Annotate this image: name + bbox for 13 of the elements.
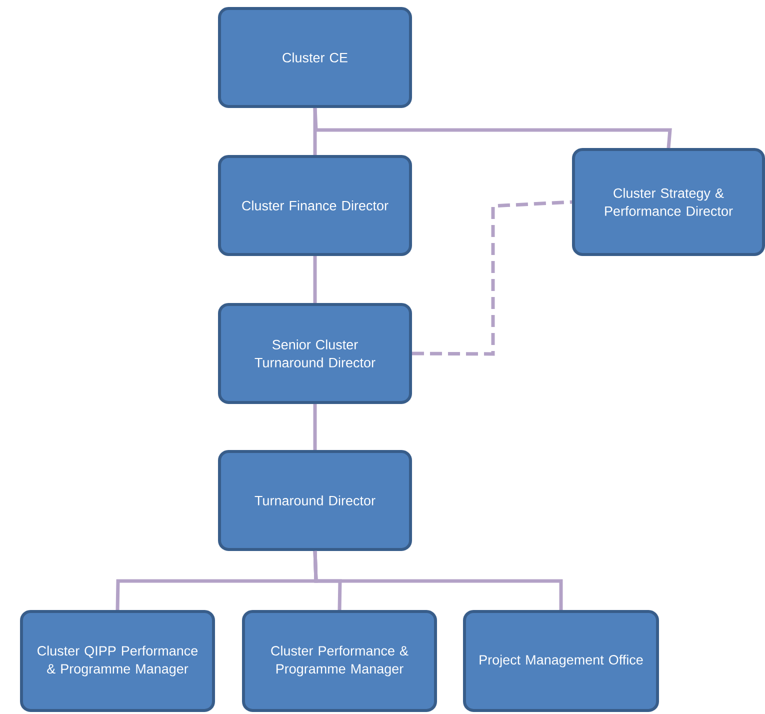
- org-box: Cluster Strategy & Performance Director: [572, 148, 765, 256]
- org-box: Cluster Performance & Programme Manager: [242, 610, 437, 712]
- org-box: Senior Cluster Turnaround Director: [218, 302, 412, 404]
- org-box: Cluster CE: [218, 7, 412, 108]
- connector-line: [313, 550, 563, 610]
- org-box: Cluster Finance Director: [218, 155, 412, 256]
- connector-line: [412, 200, 572, 356]
- connector-line: [313, 108, 672, 148]
- org-box: Turnaround Director: [218, 450, 412, 551]
- connector-line: [313, 404, 317, 450]
- connector-line: [313, 256, 317, 303]
- org-box: Cluster QIPP Performance & Programme Manager: [20, 610, 215, 712]
- org-box: Project Management Office: [463, 610, 659, 712]
